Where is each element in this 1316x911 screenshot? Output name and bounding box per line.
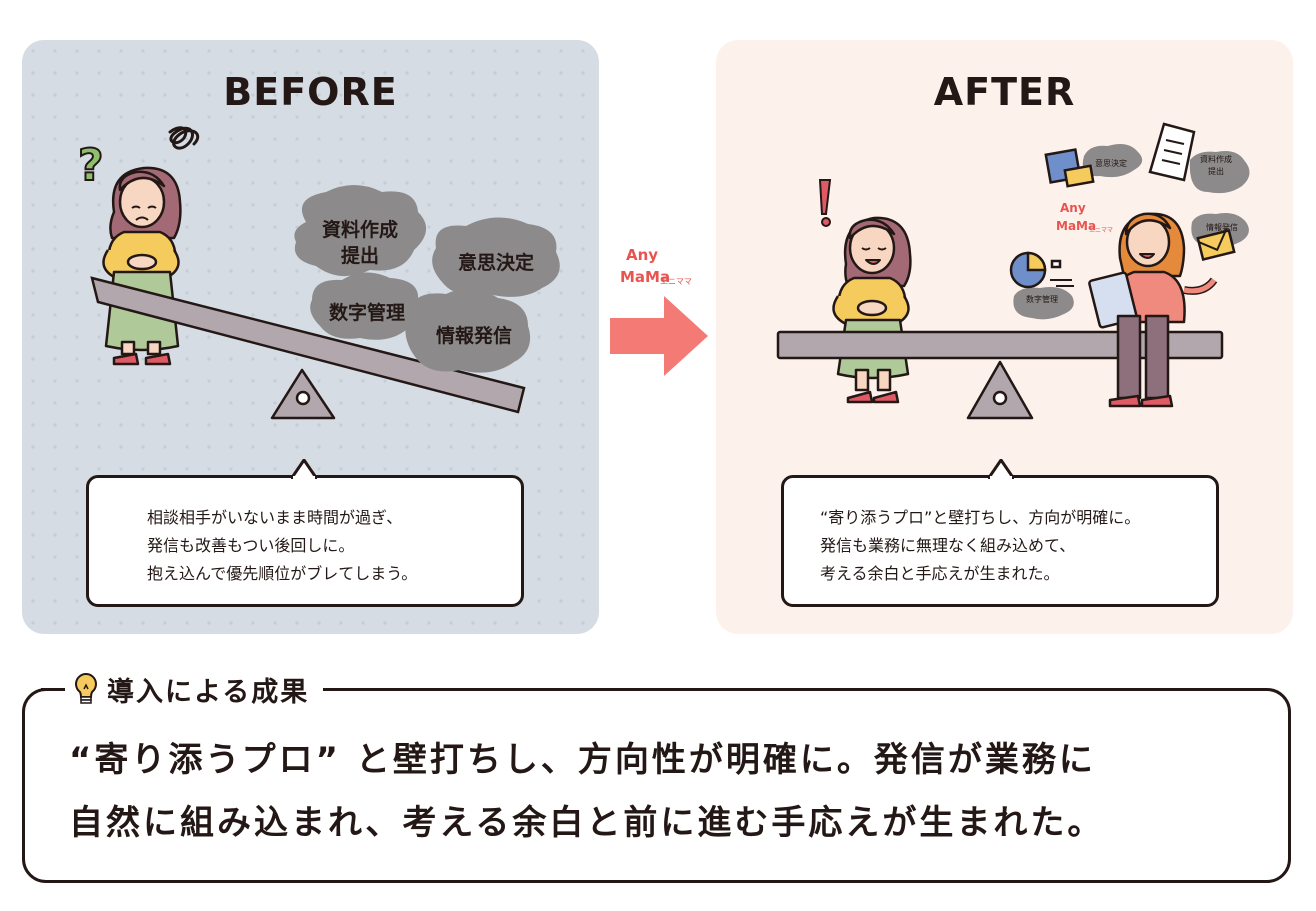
decision-board-icon [1044, 148, 1095, 188]
svg-text:?: ? [78, 140, 104, 191]
icon-label-documents: 資料作成 [1200, 154, 1232, 164]
task-label-numbers: 数字管理 [329, 301, 405, 324]
exclamation-icon [818, 179, 832, 227]
svg-text:Any: Any [626, 246, 658, 264]
bubble-tail [291, 459, 317, 479]
before-illustration: ? [77, 126, 560, 420]
worried-woman-figure [102, 166, 182, 366]
balanced-seesaw [776, 330, 1224, 420]
result-header: 導入による成果 [41, 667, 324, 711]
support-pro-figure [1088, 212, 1218, 408]
after-title: AFTER [933, 70, 1076, 114]
result-text: “寄り添うプロ” と壁打ちし、方向性が明確に。発信が業務に 自然に組み込まれ、考… [69, 729, 1104, 855]
svg-text:エニママ: エニママ [660, 277, 692, 286]
icon-labels: 意思決定 資料作成 提出 情報発信 数字管理 [1026, 154, 1238, 304]
before-speech-bubble: 相談相手がいないまま時間が過ぎ、 発信も改善もつい後回しに。 抱え込んで優先順位… [86, 459, 524, 607]
pie-chart-icon [1009, 251, 1074, 289]
after-line-2: 発信も業務に無理なく組み込めて、 [820, 536, 1076, 555]
before-panel: BEFORE ? [22, 40, 599, 634]
question-mark-icon: ? [77, 139, 105, 192]
before-title: BEFORE [223, 70, 398, 114]
mail-icon [1196, 228, 1236, 262]
result-line-1: “寄り添うプロ” と壁打ちし、方向性が明確に。発信が業務に [69, 740, 1096, 780]
task-label-submit: 提出 [341, 244, 379, 267]
icon-label-publish: 情報発信 [1206, 222, 1238, 232]
icon-label-decision: 意思決定 [1095, 158, 1127, 168]
bubble-tail [988, 459, 1014, 479]
svg-text:エニママ: エニママ [1089, 227, 1113, 234]
tilted-seesaw [90, 276, 526, 420]
svg-text:MaMa: MaMa [620, 268, 670, 286]
task-label-decision: 意思決定 [458, 251, 534, 274]
right-arrow-icon [610, 296, 708, 376]
lightbulb-icon [75, 672, 97, 704]
after-speech-bubble: “寄り添うプロ”と壁打ちし、方向が明確に。 発信も業務に無理なく組み込めて、 考… [781, 459, 1219, 607]
before-line-3: 抱え込んで優先順位がブレてしまう。 [147, 564, 418, 583]
anymama-small-logo: Any MaMa エニママ [1056, 201, 1113, 234]
confusion-scribble-icon [168, 126, 200, 150]
transition-arrow: Any MaMa エニママ [610, 246, 708, 376]
svg-text:MaMa: MaMa [1056, 219, 1096, 233]
icon-label-numbers: 数字管理 [1026, 294, 1058, 304]
after-panel: AFTER [716, 40, 1293, 634]
svg-text:Any: Any [1060, 201, 1086, 215]
before-line-1: 相談相手がいないまま時間が過ぎ、 [147, 508, 403, 527]
task-label-documents: 資料作成 [322, 218, 398, 241]
after-line-3: 考える余白と手応えが生まれた。 [820, 564, 1060, 583]
task-clouds [294, 185, 560, 373]
anymama-logo: Any MaMa エニママ [620, 246, 692, 286]
result-header-rule [41, 688, 63, 691]
result-box: 導入による成果 “寄り添うプロ” と壁打ちし、方向性が明確に。発信が業務に 自然… [22, 667, 1291, 883]
before-line-2: 発信も改善もつい後回しに。 [147, 536, 355, 555]
task-label-publish: 情報発信 [436, 324, 512, 347]
task-labels: 資料作成 提出 意思決定 数字管理 情報発信 [322, 218, 534, 347]
icon-label-submit: 提出 [1208, 166, 1224, 176]
after-line-1: “寄り添うプロ”と壁打ちし、方向が明確に。 [820, 508, 1141, 527]
happy-woman-figure [832, 216, 912, 404]
document-icon [1148, 122, 1196, 182]
result-title: 導入による成果 [107, 676, 310, 708]
after-illustration: Any MaMa エニママ [776, 122, 1250, 420]
result-line-2: 自然に組み込まれ、考える余白と前に進む手応えが生まれた。 [69, 803, 1105, 843]
